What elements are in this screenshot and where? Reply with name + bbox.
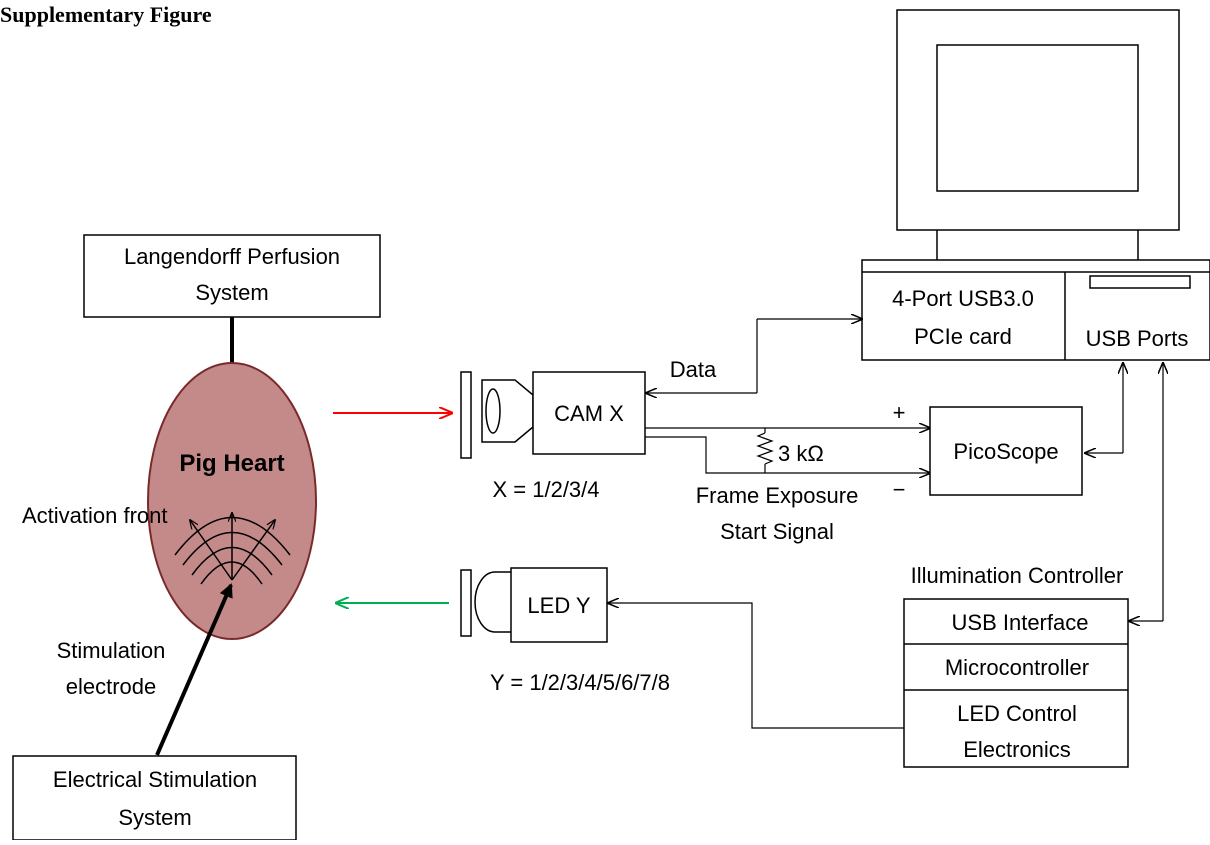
stim-system-label-1: Electrical Stimulation — [53, 767, 257, 792]
pcie-card-label-1: 4-Port USB3.0 — [892, 286, 1034, 311]
pcie-card-label-2: PCIe card — [914, 324, 1012, 349]
microcontroller-label: Microcontroller — [945, 655, 1089, 680]
frame-signal-label-1: Frame Exposure — [696, 483, 859, 508]
usb-interface-label: USB Interface — [952, 610, 1089, 635]
led-control-label-1: LED Control — [957, 701, 1077, 726]
data-label: Data — [670, 357, 717, 382]
picoscope-label: PicoScope — [953, 439, 1058, 464]
controller-usb-link — [1129, 363, 1163, 621]
resistor-label: 3 kΩ — [778, 441, 824, 466]
picoscope-usb-link — [1085, 363, 1123, 453]
stim-system-box — [12, 755, 297, 841]
activation-front-icon — [174, 513, 291, 585]
activation-front-label: Activation front — [22, 503, 168, 528]
frame-signal-lines — [645, 428, 930, 473]
led-icon — [460, 567, 608, 643]
stim-electrode-label-1: Stimulation — [57, 638, 166, 663]
frame-signal-label-2: Start Signal — [720, 519, 834, 544]
langendorff-box — [83, 234, 381, 318]
plus-sign: + — [893, 400, 906, 425]
langendorff-label-2: System — [195, 280, 268, 305]
led-index: Y = 1/2/3/4/5/6/7/8 — [490, 670, 670, 695]
camera-icon — [460, 371, 646, 459]
led-control-line — [608, 603, 904, 729]
picoscope-box — [929, 406, 1083, 496]
computer-icon — [861, 9, 1210, 361]
illumination-controller — [903, 598, 1129, 768]
langendorff-label-1: Langendorff Perfusion — [124, 244, 340, 269]
pig-heart — [147, 362, 317, 640]
camera-label: CAM X — [554, 401, 624, 426]
usb-ports-label: USB Ports — [1086, 326, 1189, 351]
minus-sign: − — [893, 477, 906, 502]
pig-heart-label: Pig Heart — [179, 450, 284, 477]
stim-system-label-2: System — [118, 805, 191, 830]
stimulation-electrode — [155, 583, 233, 756]
stim-electrode-label-2: electrode — [66, 674, 157, 699]
led-label: LED Y — [527, 593, 591, 618]
camera-index: X = 1/2/3/4 — [492, 477, 599, 502]
figure-title: Supplementary Figure — [0, 2, 212, 27]
led-control-label-2: Electronics — [963, 737, 1071, 762]
illumination-controller-title: Illumination Controller — [911, 563, 1124, 588]
